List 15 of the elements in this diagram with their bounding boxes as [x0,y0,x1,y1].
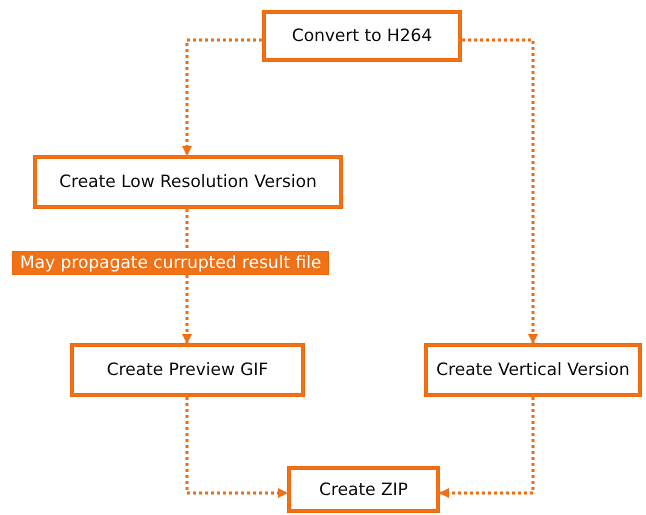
process-box [287,466,440,513]
box-label: Create Low Resolution Version [59,172,317,192]
box-label: Convert to H264 [292,26,432,46]
process-box [70,343,305,397]
edge-label: May propagate currupted result file [12,251,330,275]
box-label: Create Vertical Version [436,360,630,380]
dotted-arrow [186,397,288,498]
box-label: Create ZIP [319,480,408,500]
box-label: Create Preview GIF [106,360,268,380]
process-box [262,10,462,62]
dotted-arrow [462,38,538,344]
dotted-arrow [182,38,262,156]
process-box [424,343,642,397]
process-box [33,155,343,209]
dotted-arrow [439,397,534,498]
